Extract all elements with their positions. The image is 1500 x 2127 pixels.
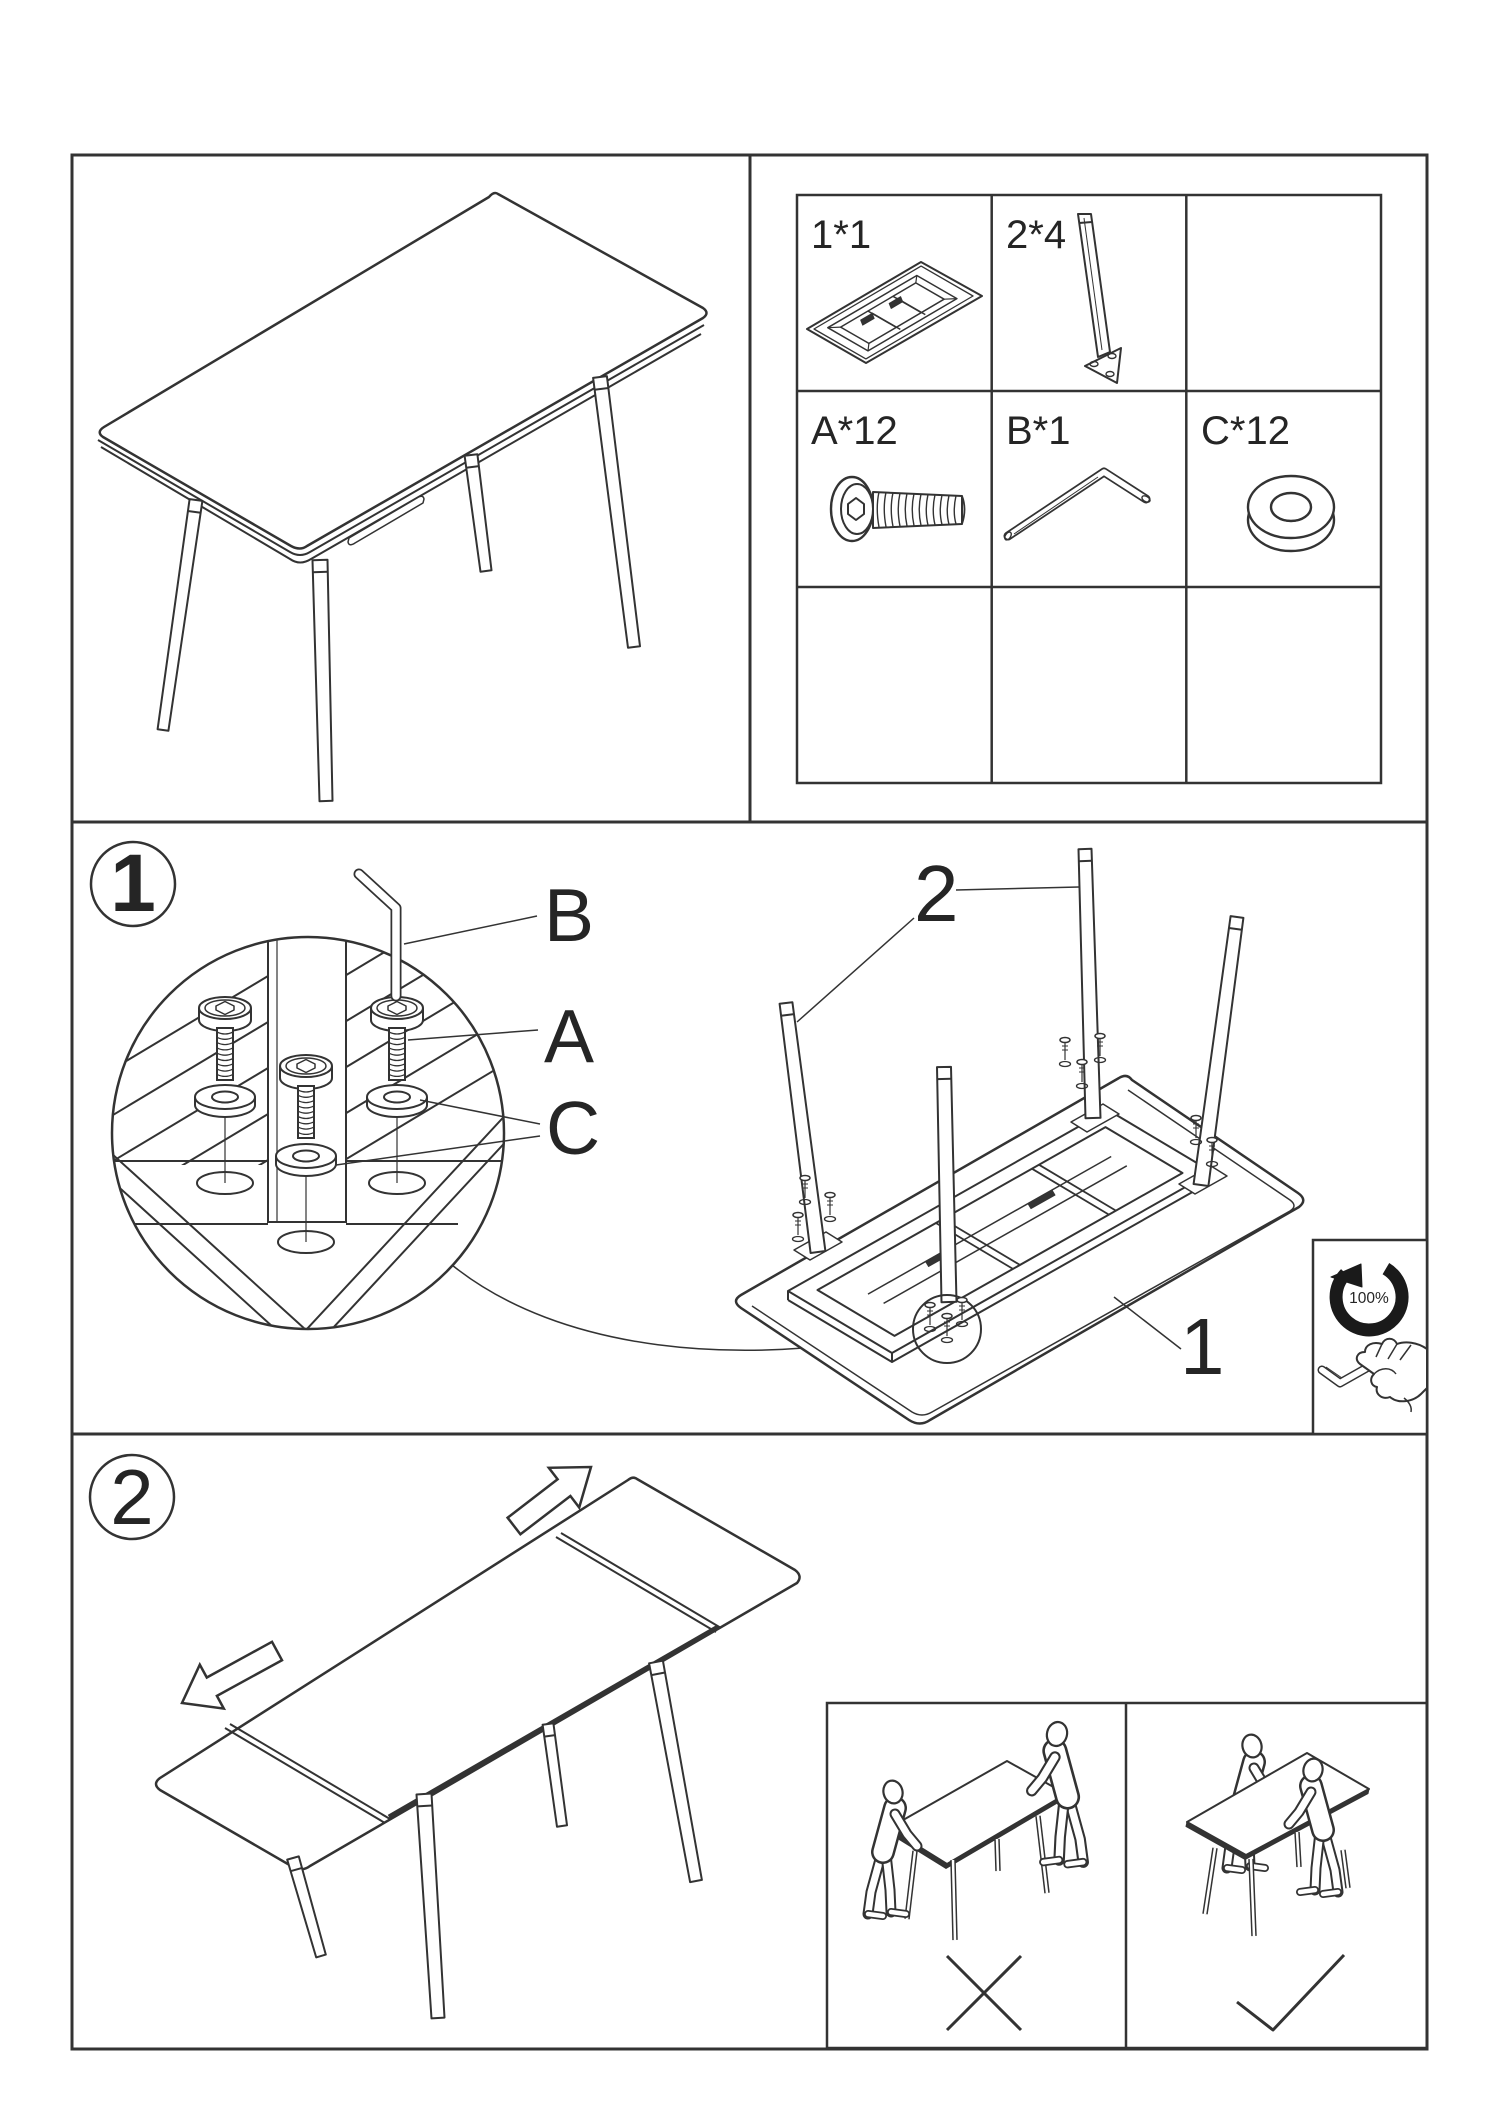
svg-text:1*1: 1*1	[811, 213, 871, 257]
svg-text:2*4: 2*4	[1006, 213, 1066, 257]
svg-text:100%: 100%	[1349, 1290, 1389, 1307]
svg-text:B: B	[544, 873, 594, 957]
svg-text:1: 1	[1180, 1302, 1225, 1391]
svg-text:A*12: A*12	[811, 409, 898, 453]
svg-text:B*1: B*1	[1006, 409, 1071, 453]
svg-text:C*12: C*12	[1201, 409, 1290, 453]
svg-text:C: C	[546, 1086, 600, 1170]
svg-text:2: 2	[914, 849, 959, 938]
svg-text:1: 1	[110, 838, 156, 929]
svg-text:A: A	[544, 994, 594, 1078]
svg-text:2: 2	[110, 1453, 153, 1541]
